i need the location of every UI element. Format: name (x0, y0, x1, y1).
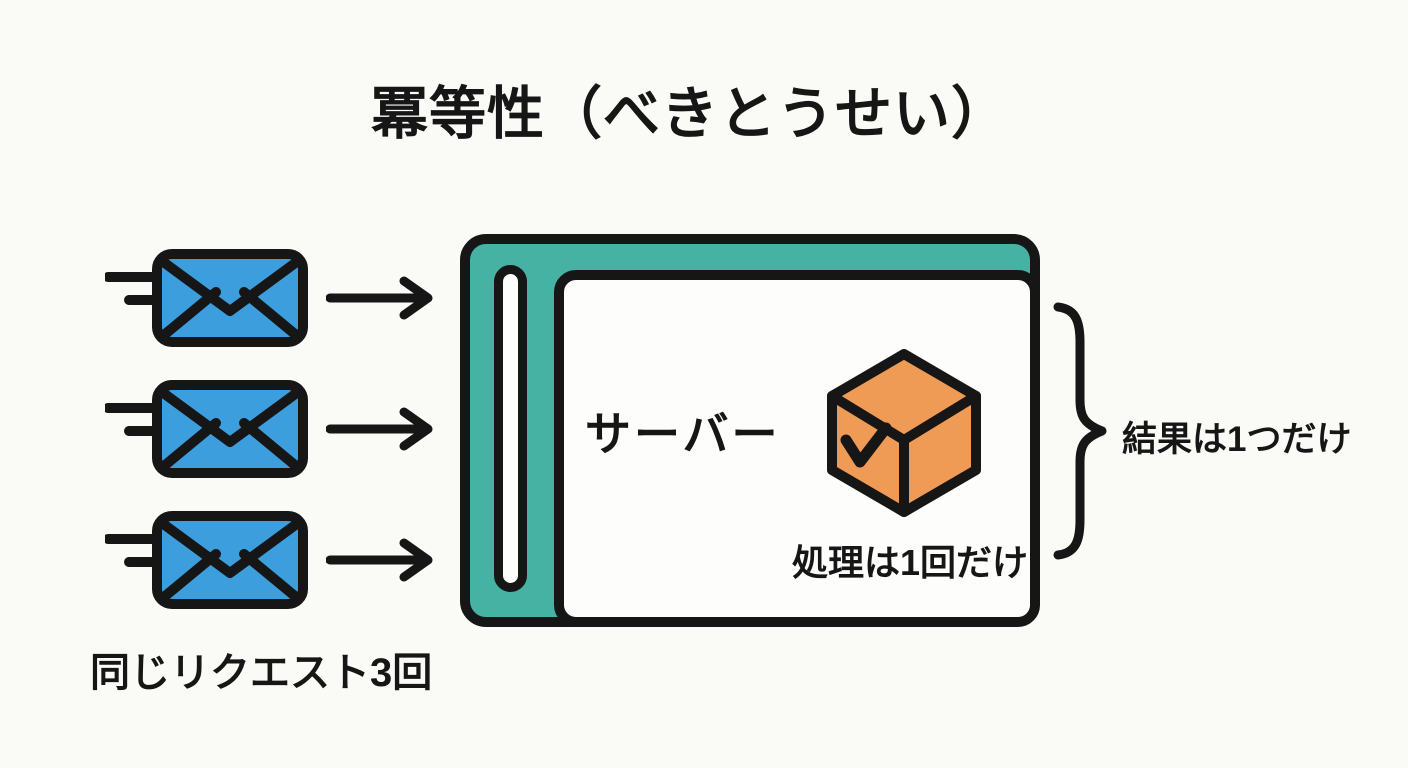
request-row-3 (105, 511, 445, 609)
speed-lines-icon (105, 534, 157, 567)
server-label: サーバー (585, 408, 781, 460)
envelope-icon (152, 511, 308, 609)
checkmark-icon (840, 422, 892, 468)
requests-caption: 同じリクエスト3回 (90, 651, 433, 695)
process-note: 処理は1回だけ (792, 542, 1029, 583)
speed-lines-icon (105, 272, 157, 305)
envelope-icon (152, 380, 308, 478)
cube-check-icon (827, 349, 981, 517)
request-row-2 (105, 380, 445, 478)
server-panel: サーバー 処理は1回だけ (554, 270, 1040, 627)
server-box: サーバー 処理は1回だけ (460, 234, 1040, 627)
envelope-icon (152, 249, 308, 347)
right-arrow-icon (326, 538, 433, 582)
curly-brace-icon (1053, 302, 1107, 560)
result-caption: 結果は1つだけ (1122, 420, 1352, 459)
right-arrow-icon (326, 276, 433, 320)
request-row-1 (105, 249, 445, 347)
speed-lines-icon (105, 403, 157, 436)
right-arrow-icon (326, 407, 433, 451)
server-slot-icon (494, 265, 527, 592)
page-title: 冪等性（べきとうせい） (371, 82, 1009, 146)
